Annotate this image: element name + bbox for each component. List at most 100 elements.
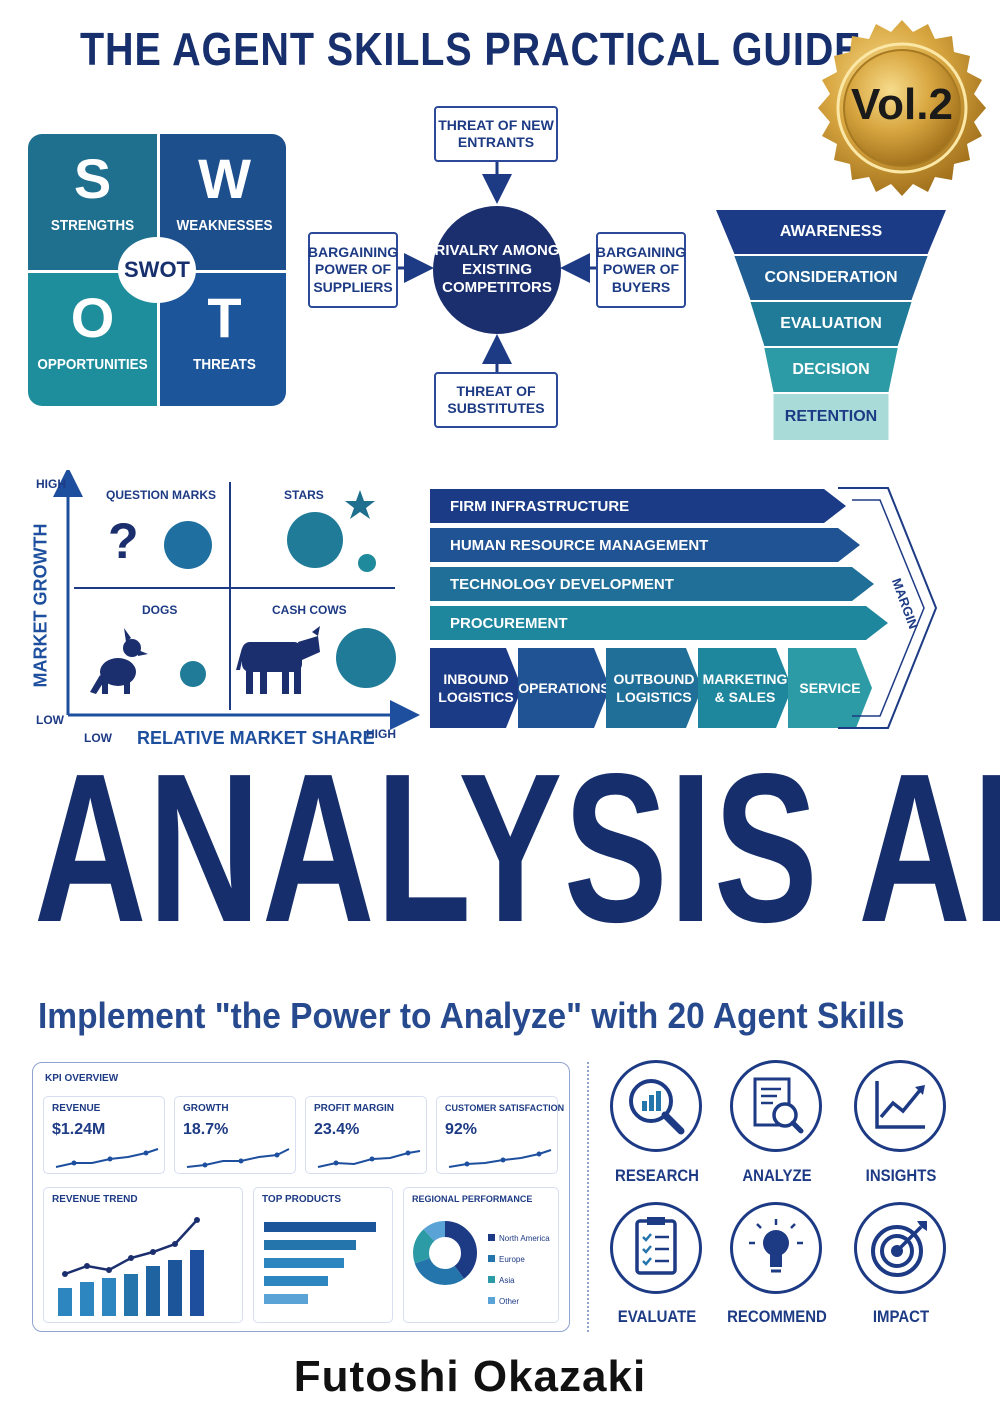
kpi-label: GROWTH xyxy=(183,1103,229,1114)
bcg-x-axis-label: RELATIVE MARKET SHARE xyxy=(137,728,375,748)
bcg-bubble-dog xyxy=(180,661,206,687)
bcg-bubble-star xyxy=(287,512,343,568)
bcg-y-high: HIGH xyxy=(36,477,66,491)
bcg-quadrant-cash-cows: CASH COWS xyxy=(272,603,347,617)
swot-label-threats: THREATS xyxy=(193,356,256,373)
question-mark-icon: ? xyxy=(108,513,139,569)
bcg-quadrant-dogs: DOGS xyxy=(142,603,178,617)
donut-chart-icon xyxy=(413,1221,477,1285)
kpi-value: 18.7% xyxy=(183,1121,229,1138)
main-title: ANALYSIS AI xyxy=(34,729,1000,966)
divider xyxy=(587,1062,589,1332)
swot-letter-s: S xyxy=(73,147,112,210)
cow-icon xyxy=(236,626,320,694)
porter-suppliers: BARGAINING POWER OF SUPPLIERS xyxy=(308,232,398,308)
vc-inbound-logistics: INBOUND LOGISTICS xyxy=(430,648,522,728)
dog-icon xyxy=(90,628,148,694)
kpi-dashboard: KPI OVERVIEW REVENUE $1.24M GROWTH 18.7%… xyxy=(32,1062,570,1332)
porter-buyers: BARGAINING POWER OF BUYERS xyxy=(596,232,686,308)
revenue-trend-card: REVENUE TREND xyxy=(43,1187,243,1323)
porter-new-entrants: THREAT OF NEW ENTRANTS xyxy=(434,106,558,162)
top-products-title: TOP PRODUCTS xyxy=(262,1194,342,1205)
sparkline-icon xyxy=(317,1150,421,1168)
kpi-label: CUSTOMER SATISFACTION xyxy=(445,1103,565,1113)
vc-outbound-logistics: OUTBOUND LOGISTICS xyxy=(606,648,702,728)
legend-item: Europe xyxy=(488,1249,550,1270)
funnel-stage-decision: DECISION xyxy=(764,348,898,392)
sparkline-icon xyxy=(55,1148,159,1168)
kpi-card-profit-margin: PROFIT MARGIN 23.4% xyxy=(305,1096,427,1174)
swot-label-weaknesses: WEAKNESSES xyxy=(176,217,273,234)
bcg-bubble-star-small xyxy=(358,554,376,572)
kpi-label: REVENUE xyxy=(52,1103,101,1114)
vc-hr-management: HUMAN RESOURCE MANAGEMENT xyxy=(430,528,860,562)
vc-operations: OPERATIONS xyxy=(518,648,610,728)
top-products-card: TOP PRODUCTS xyxy=(253,1187,393,1323)
skill-label-research: RESEARCH xyxy=(615,1166,699,1185)
kpi-value: $1.24M xyxy=(52,1121,106,1138)
swot-label-opportunities: OPPORTUNITIES xyxy=(37,356,148,373)
vc-technology-development: TECHNOLOGY DEVELOPMENT xyxy=(430,567,874,601)
porter-substitutes: THREAT OF SUBSTITUTES xyxy=(434,372,558,428)
kpi-card-growth: GROWTH 18.7% xyxy=(174,1096,296,1174)
bcg-x-high: HIGH xyxy=(366,727,396,741)
evaluate-icon xyxy=(610,1202,702,1294)
bcg-x-low: LOW xyxy=(84,731,112,745)
bcg-matrix: ? xyxy=(53,470,420,730)
impact-target-icon xyxy=(854,1202,946,1294)
legend-label: Other xyxy=(499,1297,520,1306)
bcg-y-low: LOW xyxy=(36,713,64,727)
skill-label-impact: IMPACT xyxy=(872,1307,930,1326)
bcg-bubble-cash-cow xyxy=(336,628,396,688)
skill-label-evaluate: EVALUATE xyxy=(617,1307,697,1326)
swot-letter-w: W xyxy=(198,147,251,210)
dashboard-title: KPI OVERVIEW xyxy=(45,1073,119,1084)
kpi-value: 92% xyxy=(445,1121,478,1138)
author-name: Futoshi Okazaki xyxy=(293,1352,647,1401)
recommend-lightbulb-icon xyxy=(730,1202,822,1294)
funnel-stage-retention: RETENTION xyxy=(773,394,889,440)
cover-series-title: THE AGENT SKILLS PRACTICAL GUIDE xyxy=(80,23,862,75)
revenue-bar-line-icon xyxy=(58,1217,204,1316)
sparkline-icon xyxy=(186,1148,290,1168)
star-icon xyxy=(345,490,375,519)
vc-margin-chevron xyxy=(838,487,938,729)
volume-number: Vol.2 xyxy=(851,80,953,129)
skill-label-recommend: RECOMMEND xyxy=(727,1307,827,1326)
kpi-card-revenue: REVENUE $1.24M xyxy=(43,1096,165,1174)
funnel-stage-consideration: CONSIDERATION xyxy=(734,256,928,300)
regional-performance-card: REGIONAL PERFORMANCE North America Europ… xyxy=(403,1187,559,1323)
vc-service: SERVICE xyxy=(788,648,872,728)
vc-firm-infrastructure: FIRM INFRASTRUCTURE xyxy=(430,489,846,523)
legend-item: Other xyxy=(488,1291,550,1312)
kpi-value: 23.4% xyxy=(314,1121,360,1138)
sparkline-icon xyxy=(448,1149,552,1168)
insights-icon xyxy=(854,1060,946,1152)
funnel-stage-evaluation: EVALUATION xyxy=(750,302,912,346)
swot-letter-t: T xyxy=(207,286,242,349)
bcg-quadrant-stars: STARS xyxy=(284,488,324,502)
skill-label-insights: INSIGHTS xyxy=(865,1166,937,1185)
volume-badge: Vol.2 xyxy=(812,18,992,198)
legend-label: Asia xyxy=(499,1276,515,1285)
analyze-icon xyxy=(730,1060,822,1152)
skill-label-analyze: ANALYZE xyxy=(742,1166,812,1185)
porter-arrows xyxy=(396,162,596,372)
vc-procurement: PROCUREMENT xyxy=(430,606,888,640)
regional-legend: North America Europe Asia Other xyxy=(488,1228,550,1312)
vc-marketing-sales: MARKETING & SALES xyxy=(698,648,792,728)
legend-label: North America xyxy=(499,1234,550,1243)
swot-matrix: S STRENGTHS W WEAKNESSES O OPPORTUNITIES… xyxy=(28,134,286,406)
revenue-trend-title: REVENUE TREND xyxy=(52,1194,138,1205)
kpi-label: PROFIT MARGIN xyxy=(314,1103,394,1114)
subtitle: Implement "the Power to Analyze" with 20… xyxy=(38,995,905,1036)
bcg-y-axis-label: MARKET GROWTH xyxy=(30,523,51,688)
regional-title: REGIONAL PERFORMANCE xyxy=(412,1194,533,1204)
kpi-card-customer-satisfaction: CUSTOMER SATISFACTION 92% xyxy=(436,1096,564,1174)
gold-seal-icon xyxy=(818,20,986,196)
swot-label-strengths: STRENGTHS xyxy=(50,217,135,234)
porter-rivalry: RIVALRY AMONG EXISTING COMPETITORS xyxy=(433,206,561,334)
swot-center-label: SWOT xyxy=(118,237,196,303)
legend-item: North America xyxy=(488,1228,550,1249)
marketing-funnel: AWARENESS CONSIDERATION EVALUATION DECIS… xyxy=(716,210,946,440)
